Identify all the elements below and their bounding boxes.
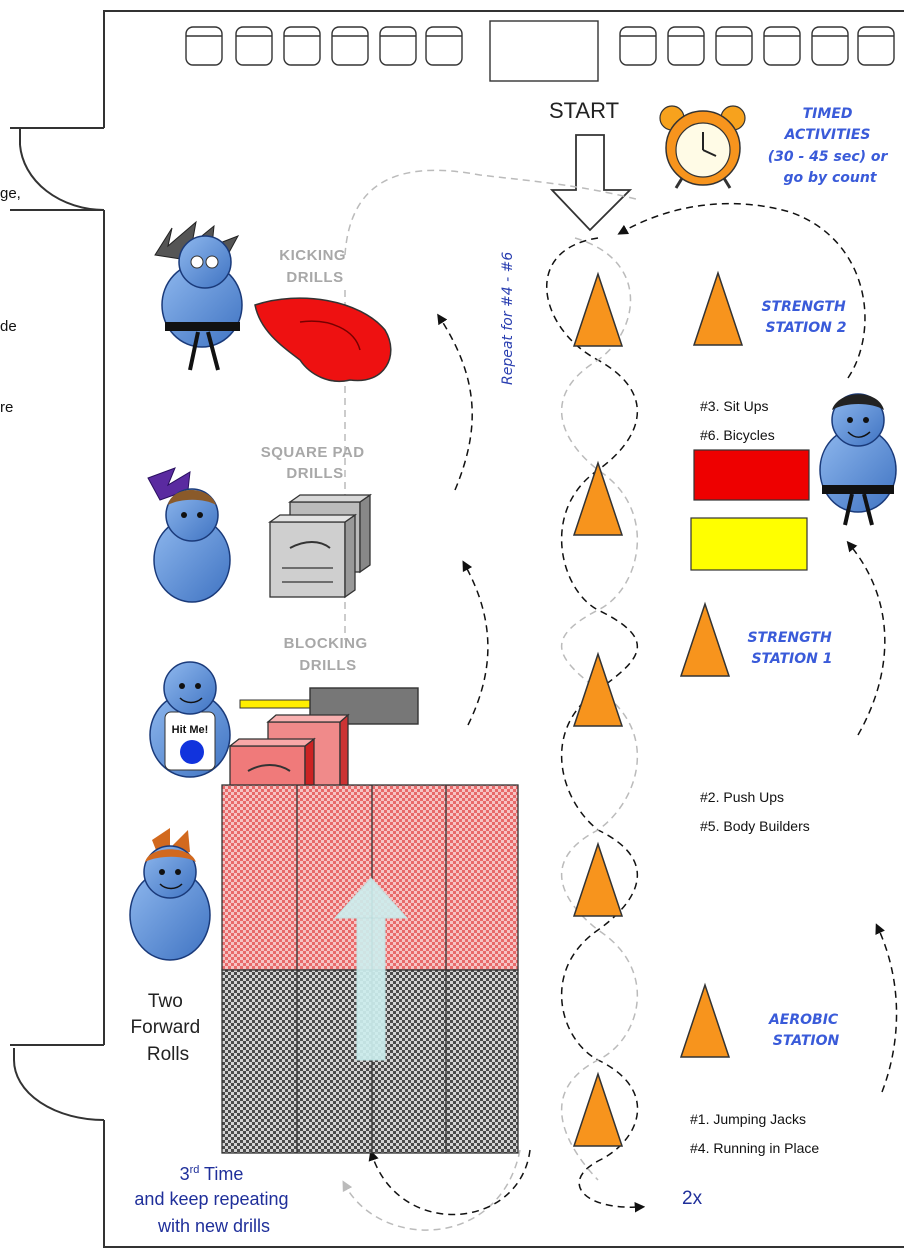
return-path-gray: [342, 1149, 521, 1231]
alarm-clock-icon: [659, 105, 746, 189]
bin: [619, 26, 657, 66]
start-arrow: [549, 134, 633, 232]
strength-station-1-label: STRENGTH STATION 1: [747, 630, 836, 667]
cone-icon: [573, 653, 623, 727]
roll-direction-arrow: [333, 877, 409, 1061]
aerobic-station-label: AEROBIC STATION: [768, 1012, 843, 1049]
gym-wall: [10, 10, 904, 1248]
hit-me-label: Hit Me!: [172, 724, 209, 736]
exercise-running-in-place: #4. Running in Place: [690, 1140, 819, 1156]
bin: [331, 26, 369, 66]
arrow-to-start: [617, 202, 866, 379]
arrow-to-strength2: [846, 540, 886, 736]
cone-icon: [680, 603, 730, 677]
bin: [715, 26, 753, 66]
two-x-label: 2x: [682, 1188, 703, 1209]
loop-path-gray: [344, 169, 641, 256]
cone-icon: [680, 984, 730, 1058]
bin: [425, 26, 463, 66]
cone-icon: [573, 1073, 623, 1147]
square-pad-drills-label: SQUARE PAD DRILLS: [261, 444, 370, 482]
door-fragment-3: re: [0, 399, 13, 416]
third-time-label: 3rd Time and keep repeating with new dri…: [134, 1164, 293, 1236]
exercise-jumping-jacks: #1. Jumping Jacks: [690, 1111, 806, 1127]
student-figure-strength: [819, 393, 897, 526]
door-fragment-1: ge,: [0, 185, 21, 202]
start-box: [489, 20, 599, 82]
return-path-black: [368, 1149, 531, 1216]
student-figure-blocking: Hit Me!: [149, 661, 231, 778]
exercise-bicycles: #6. Bicycles: [700, 427, 775, 443]
yellow-mat: [690, 517, 808, 571]
arrow-to-kicking: [437, 313, 473, 491]
bin: [763, 26, 801, 66]
bin: [811, 26, 849, 66]
bin: [379, 26, 417, 66]
bin: [283, 26, 321, 66]
bin: [235, 26, 273, 66]
strength-station-2-label: STRENGTH STATION 2: [761, 299, 850, 336]
blocking-drills-label: BLOCKING DRILLS: [284, 635, 373, 674]
exercise-push-ups: #2. Push Ups: [700, 789, 784, 805]
kicking-shield-icon: [254, 297, 392, 382]
student-figure-rolls: [129, 828, 211, 961]
instructor-figure-kicking: [154, 220, 243, 371]
bin: [857, 26, 895, 66]
bin: [185, 26, 223, 66]
bins-right: [619, 26, 895, 66]
cone-icon: [573, 843, 623, 917]
student-figure-square-pad: [147, 467, 231, 603]
red-mat: [693, 449, 810, 501]
door-fragment-2: de: [0, 318, 17, 335]
start-label: START: [549, 98, 619, 123]
repeat-label: Repeat for #4 - #6: [500, 252, 516, 385]
cone-icon: [693, 272, 743, 346]
bin: [667, 26, 705, 66]
arrow-to-aerobic: [875, 923, 898, 1093]
cone-icon: [573, 273, 623, 347]
kicking-drills-label: KICKING DRILLS: [279, 247, 351, 286]
arrow-to-square-pad: [462, 560, 489, 726]
timed-activities-label: TIMED ACTIVITIES (30 - 45 sec) or go by …: [768, 106, 893, 186]
exercise-sit-ups: #3. Sit Ups: [700, 398, 768, 414]
two-forward-rolls-label: Two Forward Rolls: [131, 991, 206, 1065]
bins-left: [185, 26, 463, 66]
door-bottom: [13, 1048, 105, 1121]
square-pad-icon: [267, 493, 373, 599]
cone-icon: [573, 462, 623, 536]
door-top: [19, 128, 105, 211]
exercise-body-builders: #5. Body Builders: [700, 818, 810, 834]
weave-path-black: [546, 237, 646, 1213]
